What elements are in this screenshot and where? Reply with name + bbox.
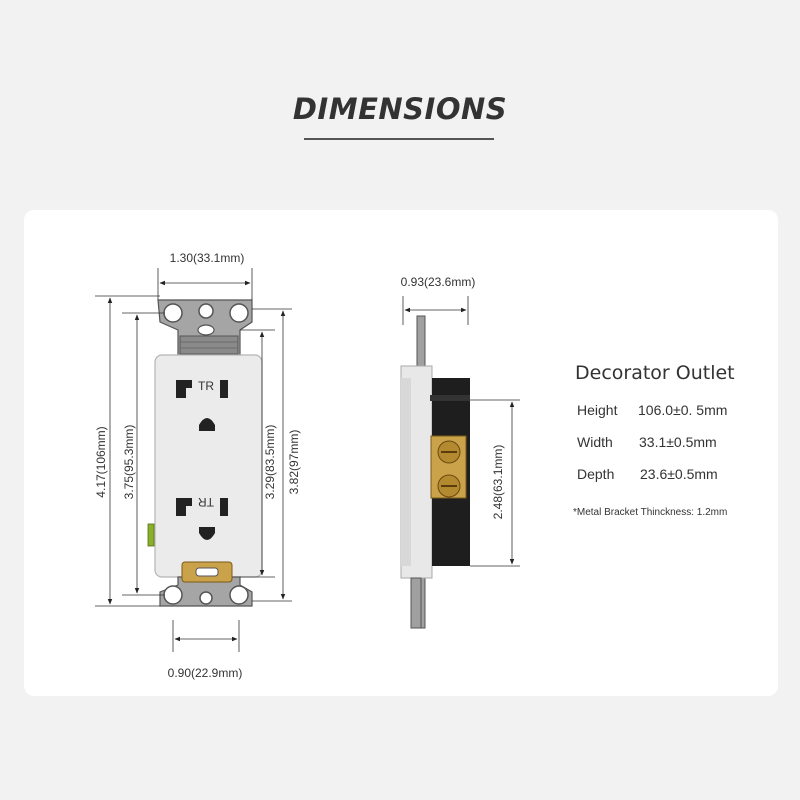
page-title: DIMENSIONS (292, 92, 508, 126)
spec-label: Depth (577, 466, 615, 482)
front-dimension-lines (95, 268, 292, 652)
side-depth-label: 0.93(23.6mm) (401, 275, 476, 289)
spec-label: Width (577, 434, 613, 450)
front-height-outer-right-label: 3.82(97mm) (287, 430, 301, 495)
tr-mark-top: TR (198, 379, 214, 393)
side-view-outlet (400, 315, 470, 629)
spec-title: Decorator Outlet (575, 362, 735, 384)
spec-value: 23.6±0.5mm (640, 466, 718, 482)
spec-label: Height (577, 402, 618, 418)
front-view-outlet (147, 299, 263, 607)
front-width-bottom-label: 0.90(22.9mm) (168, 666, 243, 680)
front-width-top-label: 1.30(33.1mm) (170, 251, 245, 265)
spec-value: 33.1±0.5mm (639, 434, 717, 450)
spec-row-depth: Depth 23.6±0.5mm (577, 466, 718, 482)
title-underline (304, 138, 494, 140)
front-height-inner-left-label: 3.75(95.3mm) (122, 425, 136, 500)
side-height-label: 2.48(63.1mm) (491, 445, 505, 520)
side-dimension-lines (402, 296, 520, 567)
spec-value: 106.0±0. 5mm (638, 402, 728, 418)
spec-row-width: Width 33.1±0.5mm (577, 434, 717, 450)
front-height-inner-right-label: 3.29(83.5mm) (263, 425, 277, 500)
front-height-outer-left-label: 4.17(106mm) (94, 426, 108, 497)
spec-row-height: Height 106.0±0. 5mm (577, 402, 727, 418)
bracket-thickness-note: *Metal Bracket Thinckness: 1.2mm (573, 507, 728, 518)
tr-mark-bottom: TR (198, 495, 214, 509)
